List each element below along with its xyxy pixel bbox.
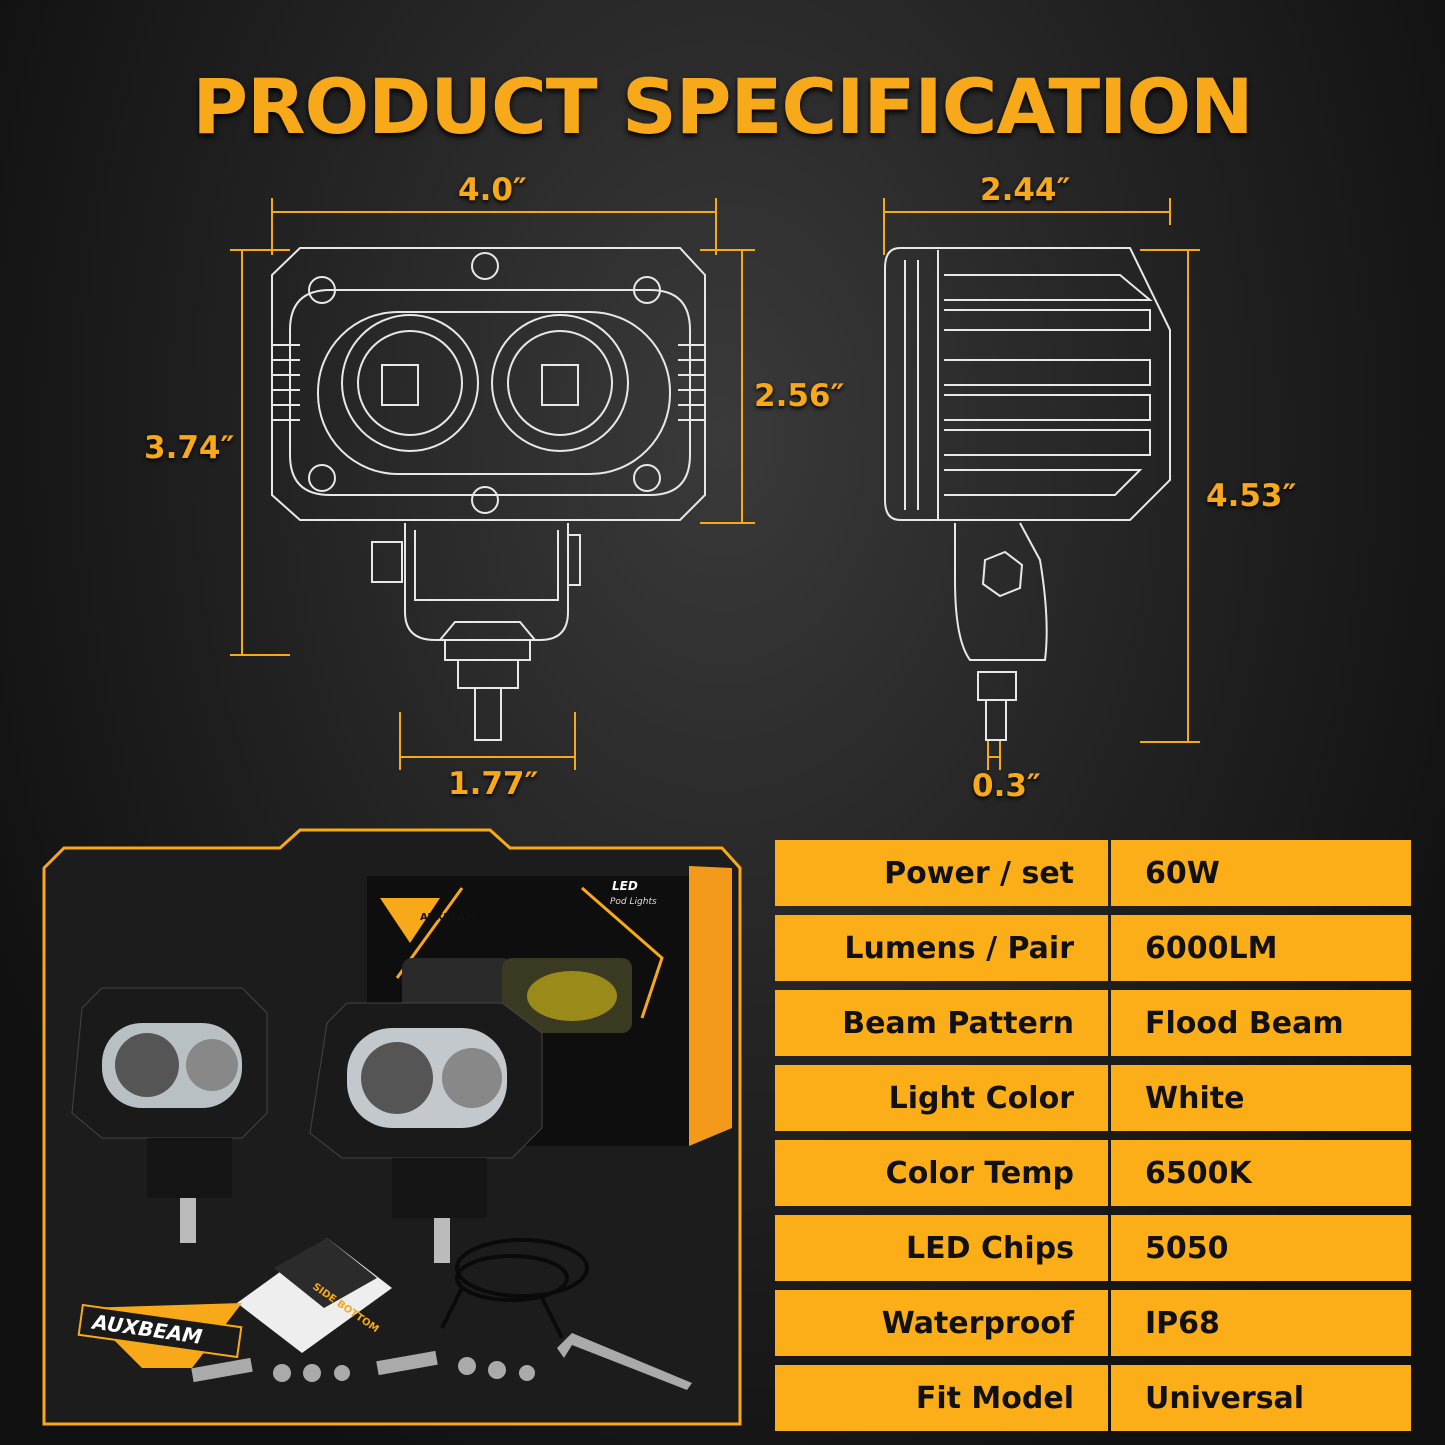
led-pod-light-right (309, 1002, 543, 1263)
wiring-harness (440, 1238, 589, 1339)
box-title: LED (612, 879, 638, 893)
spec-label: Fit Model (775, 1365, 1108, 1431)
page-title: PRODUCT SPECIFICATION (192, 62, 1253, 151)
dimension-lines (230, 198, 1200, 770)
spec-value: IP68 (1111, 1290, 1411, 1356)
mounting-hardware (191, 1333, 692, 1390)
dim-label-front-height: 3.74″ (144, 430, 235, 466)
spec-label: Lumens / Pair (775, 915, 1108, 981)
side-view-drawing (884, 247, 1171, 741)
box-subtitle: Pod Lights (610, 897, 657, 907)
front-view-drawing (271, 247, 706, 741)
dim-label-body-height: 2.56″ (754, 378, 845, 414)
package-illustration: AUXBEAM LED Pod Lights SIDE BOTTOM (42, 828, 742, 1426)
spec-value: Universal (1111, 1365, 1411, 1431)
dim-label-bolt: 0.3″ (972, 768, 1041, 804)
spec-label: Light Color (775, 1065, 1108, 1131)
spec-label: Power / set (775, 840, 1108, 906)
spec-value: 60W (1111, 840, 1411, 906)
dim-label-side-height: 4.53″ (1206, 478, 1297, 514)
package-contents-image: AUXBEAM LED Pod Lights SIDE BOTTOM (42, 828, 742, 1426)
dimension-drawings (230, 198, 1200, 770)
spec-label: LED Chips (775, 1215, 1108, 1281)
box-brand-logo: AUXBEAM (420, 912, 475, 923)
spec-value: 5050 (1111, 1215, 1411, 1281)
spec-value: 6500K (1111, 1140, 1411, 1206)
spec-value: 6000LM (1111, 915, 1411, 981)
led-pod-light-left (71, 987, 268, 1243)
spec-label: Waterproof (775, 1290, 1108, 1356)
spec-label: Beam Pattern (775, 990, 1108, 1056)
spec-label: Color Temp (775, 1140, 1108, 1206)
dim-label-side-depth: 2.44″ (980, 172, 1071, 208)
dim-label-front-width: 4.0″ (458, 172, 527, 208)
spec-value: Flood Beam (1111, 990, 1411, 1056)
dim-label-bracket-width: 1.77″ (448, 766, 539, 802)
spec-value: White (1111, 1065, 1411, 1131)
